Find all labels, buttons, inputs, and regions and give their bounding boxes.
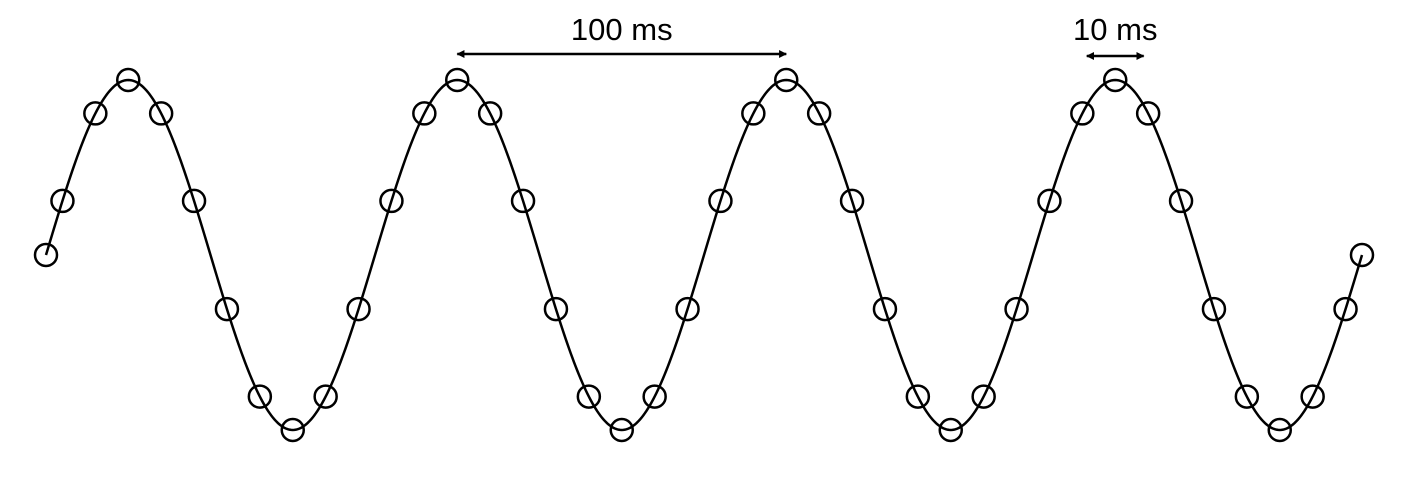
sine-wave bbox=[44, 78, 1364, 432]
sample-point bbox=[247, 384, 273, 409]
sample-point bbox=[412, 101, 437, 126]
sample-point bbox=[214, 296, 240, 322]
sample-point bbox=[1267, 417, 1292, 443]
sample-point bbox=[1004, 296, 1029, 322]
sample-point bbox=[313, 384, 338, 409]
sample-point bbox=[1201, 296, 1227, 322]
sample-point bbox=[642, 384, 667, 409]
sample-point bbox=[971, 384, 996, 409]
sample-interval-annotation: 10 ms bbox=[1073, 12, 1157, 60]
sample-point bbox=[774, 67, 799, 93]
sample-point bbox=[83, 101, 108, 126]
sample-point bbox=[1234, 384, 1260, 409]
sample-point bbox=[839, 188, 865, 214]
sample-point bbox=[1135, 101, 1161, 126]
sample-point bbox=[50, 188, 75, 214]
sample-point bbox=[708, 188, 733, 214]
sample-points bbox=[33, 67, 1375, 443]
sample-point bbox=[445, 67, 470, 93]
sample-point bbox=[116, 67, 141, 93]
sample-point bbox=[510, 188, 536, 214]
sample-point bbox=[1037, 188, 1062, 214]
sample-point bbox=[181, 188, 207, 214]
sample-point bbox=[1070, 101, 1095, 126]
sample-point bbox=[905, 384, 931, 409]
sample-point bbox=[1300, 384, 1325, 409]
sample-point bbox=[938, 417, 963, 443]
sample-point bbox=[741, 101, 766, 126]
sample-point bbox=[379, 188, 404, 214]
sample-point bbox=[280, 417, 305, 443]
sample-point bbox=[1168, 188, 1194, 214]
period-annotation: 100 ms bbox=[456, 12, 788, 58]
sample-point bbox=[675, 296, 700, 322]
sample-point bbox=[1349, 242, 1375, 268]
sample-interval-label: 10 ms bbox=[1073, 12, 1157, 47]
sample-point bbox=[1103, 67, 1128, 93]
sample-point bbox=[148, 101, 174, 126]
sample-point bbox=[477, 101, 503, 126]
sample-point bbox=[33, 242, 59, 268]
sample-point bbox=[346, 296, 371, 322]
sample-point bbox=[609, 417, 634, 443]
sample-point bbox=[576, 384, 602, 409]
sample-point bbox=[543, 296, 569, 322]
sample-point bbox=[806, 101, 832, 126]
period-label: 100 ms bbox=[571, 12, 673, 47]
sample-point bbox=[1333, 296, 1358, 322]
sample-point bbox=[872, 296, 898, 322]
